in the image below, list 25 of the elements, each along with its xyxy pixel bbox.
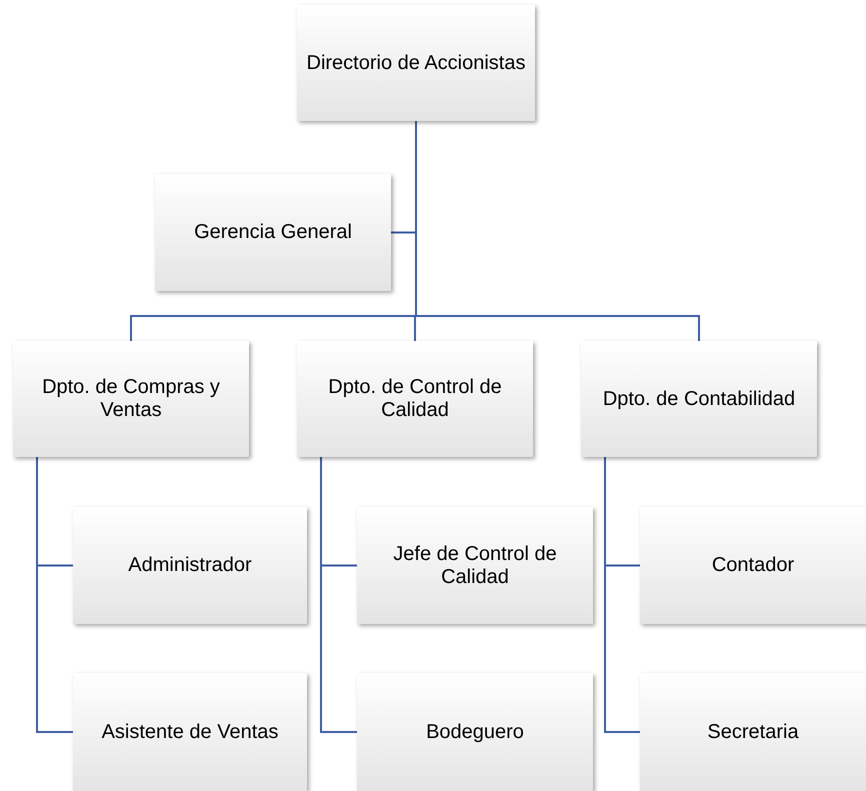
box-label: Administrador (128, 554, 252, 577)
org-box (640, 507, 866, 624)
org-box (640, 673, 866, 791)
org-box (73, 673, 307, 791)
org-box (297, 5, 535, 121)
connector-line (604, 457, 640, 733)
box-label: Gerencia General (194, 221, 352, 244)
org-box (155, 174, 391, 291)
org-box (297, 341, 533, 457)
box-label: Directorio de Accionistas (306, 52, 526, 74)
box-label: Dpto. de Control de Calidad (327, 376, 503, 422)
org-box (581, 341, 817, 457)
org-box (73, 507, 307, 624)
connector-line (320, 457, 357, 733)
box-label: Jefe de Control de Calidad (392, 542, 558, 588)
org-box (357, 507, 593, 624)
org-box (357, 673, 593, 791)
box-label: Secretaria (707, 720, 799, 744)
box-label: Bodeguero (426, 720, 524, 744)
box-label: Dpto. de Contabilidad (602, 388, 796, 410)
org-box (13, 341, 249, 457)
box-label: Asistente de Ventas (102, 720, 278, 744)
connector-line (36, 457, 73, 733)
box-label: Contador (712, 554, 794, 577)
box-label: Dpto. de Compras y Ventas (41, 376, 221, 422)
